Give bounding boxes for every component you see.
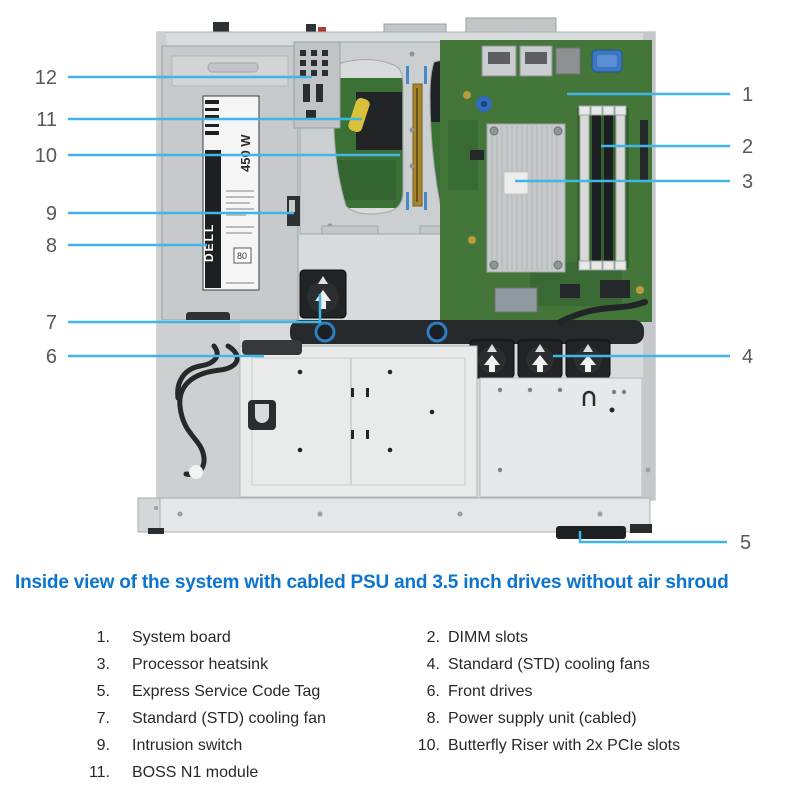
- legend-item-number: 3.: [96, 656, 110, 673]
- legend-item-label: Front drives: [448, 683, 533, 700]
- server-interior-diagram: DELL 450 W 80: [35, 17, 753, 554]
- server-interior-figure: DELL 450 W 80: [35, 17, 753, 554]
- legend-item-label: Express Service Code Tag: [132, 683, 321, 700]
- legend-item-label: System board: [132, 629, 231, 646]
- legend-item-11: 11. BOSS N1 module: [60, 759, 390, 786]
- legend-item-1: 1. System board: [60, 624, 390, 651]
- legend-item-2: 2. DIMM slots: [385, 624, 785, 651]
- boss-n1-module: [328, 78, 408, 208]
- std-cooling-fans: [469, 339, 611, 379]
- legend-item-4: 4. Standard (STD) cooling fans: [385, 651, 785, 678]
- riser-guide-clips: [406, 66, 427, 210]
- callout-10: 10: [35, 145, 57, 167]
- callout-9: 9: [46, 203, 57, 225]
- psu-cert-badge: 80: [237, 251, 247, 261]
- callout-4: 4: [742, 346, 753, 368]
- legend-item-5: 5. Express Service Code Tag: [60, 678, 390, 705]
- legend-item-9: 9. Intrusion switch: [60, 732, 390, 759]
- blue-cable-grommet: [426, 321, 448, 343]
- callout-6: 6: [46, 346, 57, 368]
- legend-item-number: 1.: [96, 629, 110, 646]
- legend-item-label: Standard (STD) cooling fans: [448, 656, 650, 673]
- dell-logo: DELL: [202, 223, 216, 262]
- legend-item-label: Intrusion switch: [132, 737, 243, 754]
- legend-item-label: DIMM slots: [448, 629, 528, 646]
- processor-heatsink: [486, 123, 566, 273]
- psu-wattage-label: 450 W: [238, 134, 253, 172]
- callout-2: 2: [742, 136, 753, 158]
- blue-cable-grommet: [314, 321, 336, 343]
- power-supply-unit: DELL 450 W 80: [161, 45, 299, 498]
- legend-left-column: 1. System board 3. Processor heatsink 5. Ex…: [60, 624, 390, 786]
- callout-numbers: 12 11 10 9 8 7 6 1 2 3 4 5: [35, 67, 753, 554]
- legend-right-column: 2. DIMM slots 4. Standard (STD) cooling fa…: [385, 624, 785, 759]
- legend-item-number: 10.: [417, 737, 440, 754]
- cable-grommet: [189, 465, 203, 479]
- legend-item-number: 11.: [88, 764, 110, 781]
- callout-12: 12: [35, 67, 57, 89]
- legend-item-number: 8.: [426, 710, 440, 727]
- callout-1: 1: [742, 84, 753, 106]
- legend-item-3: 3. Processor heatsink: [60, 651, 390, 678]
- callout-5: 5: [740, 532, 751, 554]
- callout-3: 3: [742, 171, 753, 193]
- std-cooling-fan: [299, 269, 347, 319]
- callout-8: 8: [46, 235, 57, 257]
- boss-pull-tab: [348, 97, 370, 133]
- callout-lines: [68, 75, 730, 544]
- legend-item-number: 6.: [426, 683, 440, 700]
- psu-cables: [175, 343, 240, 477]
- callout-7: 7: [46, 312, 57, 334]
- legend-item-number: 2.: [426, 629, 440, 646]
- psu-label: DELL 450 W 80: [202, 95, 260, 291]
- legend-item-10: 10. Butterfly Riser with 2x PCIe slots: [385, 732, 785, 759]
- legend-item-label: Processor heatsink: [132, 656, 269, 673]
- legend-item-number: 5.: [96, 683, 110, 700]
- legend-item-8: 8. Power supply unit (cabled): [385, 705, 785, 732]
- legend-item-label: Standard (STD) cooling fan: [132, 710, 326, 727]
- legend-item-label: BOSS N1 module: [132, 764, 259, 781]
- callout-11: 11: [36, 109, 57, 131]
- legend-item-6: 6. Front drives: [385, 678, 785, 705]
- psu-bracket: [293, 41, 341, 129]
- rear-io-ports: [481, 45, 623, 77]
- legend-item-number: 4.: [426, 656, 440, 673]
- legend-item-label: Power supply unit (cabled): [448, 710, 637, 727]
- front-panel: [137, 497, 652, 539]
- legend-item-number: 9.: [96, 737, 110, 754]
- figure-caption: Inside view of the system with cabled PS…: [15, 572, 729, 593]
- legend-item-7: 7. Standard (STD) cooling fan: [60, 705, 390, 732]
- legend-item-label: Butterfly Riser with 2x PCIe slots: [448, 737, 681, 754]
- drive-handle: [248, 400, 276, 430]
- dimm-slots: [577, 105, 629, 271]
- front-drives: [239, 340, 643, 498]
- express-service-code-tag: [556, 526, 626, 539]
- legend-item-number: 7.: [96, 710, 110, 727]
- intrusion-switch: [287, 196, 300, 226]
- cable-conduit: [290, 299, 648, 344]
